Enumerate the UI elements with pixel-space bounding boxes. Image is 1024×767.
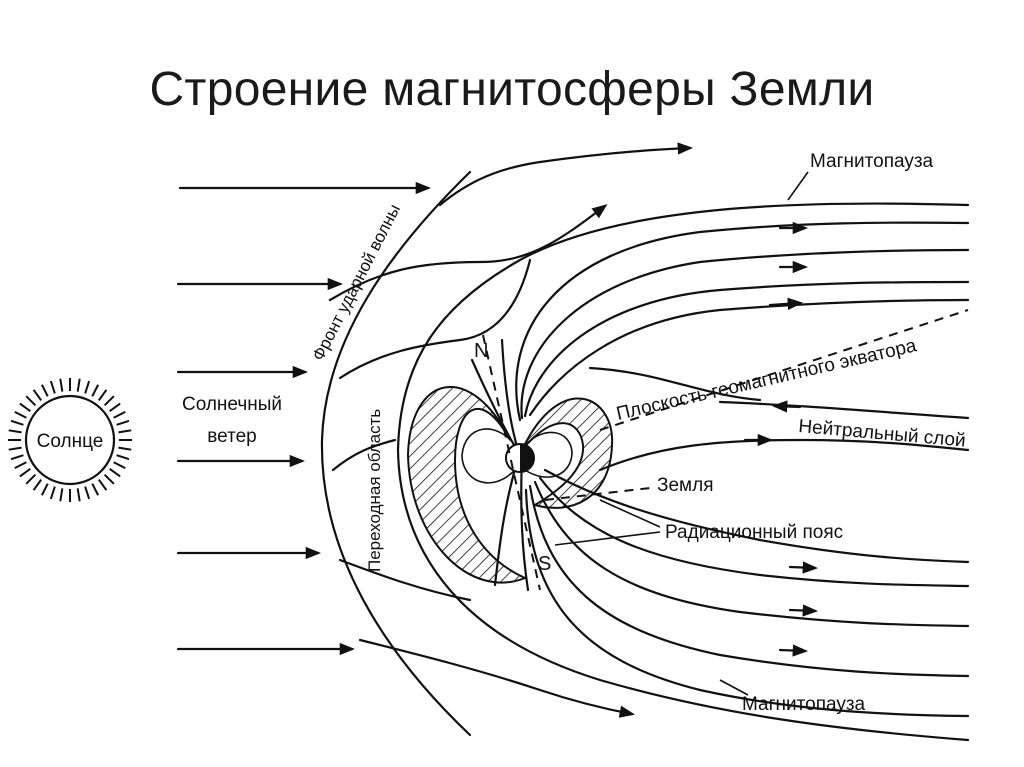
sun-ray xyxy=(40,384,49,397)
sun-ray xyxy=(49,486,56,500)
sun-ray xyxy=(97,389,108,401)
tail-field-lines-lower xyxy=(524,468,970,718)
pole-north-label: N xyxy=(474,340,488,362)
radiation-belt-left xyxy=(406,386,528,584)
sun-ray xyxy=(40,483,49,496)
sun-ray xyxy=(118,429,132,434)
sun-ray xyxy=(10,454,24,461)
sun-ray xyxy=(91,483,100,496)
radiation-belt-label: Радиационный пояс xyxy=(665,522,843,543)
bow-shock-label: Фронт ударной волны xyxy=(309,201,404,364)
sun-ray xyxy=(97,479,108,491)
sun-icon xyxy=(8,378,132,502)
sun-ray xyxy=(76,488,81,502)
transition-region-label: Переходная область xyxy=(365,409,384,572)
sun-ray xyxy=(49,380,56,394)
sun-label: Солнце xyxy=(37,431,104,452)
sun-ray xyxy=(109,402,121,413)
sun-ray xyxy=(19,402,31,413)
sun-ray xyxy=(76,378,81,392)
sun-ray xyxy=(84,380,91,394)
solar-wind-label-line1: Солнечный xyxy=(182,394,282,415)
sun-ray xyxy=(113,461,126,470)
page-title: Строение магнитосферы Земли xyxy=(149,63,875,116)
sun-ray xyxy=(8,429,22,434)
magnetopause-bottom-label: Магнитопауза xyxy=(742,694,866,715)
sun-ray xyxy=(113,410,126,419)
sun-ray xyxy=(59,488,64,502)
magnetopause-top-label: Магнитопауза xyxy=(810,151,934,172)
earth-icon xyxy=(505,443,535,473)
neutral-layer-lines xyxy=(598,400,970,472)
earth-label: Земля xyxy=(657,475,713,496)
neutral-layer-label: Нейтральный слой xyxy=(798,416,967,452)
sun-ray xyxy=(25,473,37,485)
magnetopause-bottom-leader xyxy=(719,679,749,696)
earth-leader-line xyxy=(544,487,651,501)
sun-ray xyxy=(14,461,27,470)
solar-wind-label-line2: ветер xyxy=(207,426,256,447)
magnetopause-top-curve xyxy=(396,202,970,452)
sun-ray xyxy=(59,378,64,392)
radiation-belt-leader xyxy=(599,499,661,528)
radiation-belt-leader xyxy=(554,531,661,546)
sun-ray xyxy=(10,419,24,426)
sun-ray xyxy=(19,467,31,478)
radiation-belt-right xyxy=(521,397,614,509)
sun-ray xyxy=(25,395,37,407)
sun-ray xyxy=(116,454,130,461)
sun-ray xyxy=(32,389,43,401)
sun-ray xyxy=(118,446,132,451)
equator-plane-line xyxy=(599,309,969,431)
magnetopause-bottom-curve xyxy=(396,448,970,742)
sun-ray xyxy=(109,467,121,478)
sun-ray xyxy=(84,486,91,500)
sun-ray xyxy=(103,395,115,407)
magnetopause-top-leader xyxy=(787,171,809,201)
magnetic-axis-line xyxy=(482,334,541,591)
solar-wind-arrows xyxy=(176,181,432,656)
sun-ray xyxy=(116,419,130,426)
tail-field-lines-upper xyxy=(515,221,970,422)
transition-flow-lines xyxy=(328,142,694,718)
sun-ray xyxy=(8,446,22,451)
bow-shock-curve xyxy=(320,170,472,737)
sun-ray xyxy=(103,473,115,485)
sun-ray xyxy=(14,410,27,419)
sun-ray xyxy=(91,384,100,397)
pole-south-label: S xyxy=(538,553,551,575)
sun-ray xyxy=(32,479,43,491)
